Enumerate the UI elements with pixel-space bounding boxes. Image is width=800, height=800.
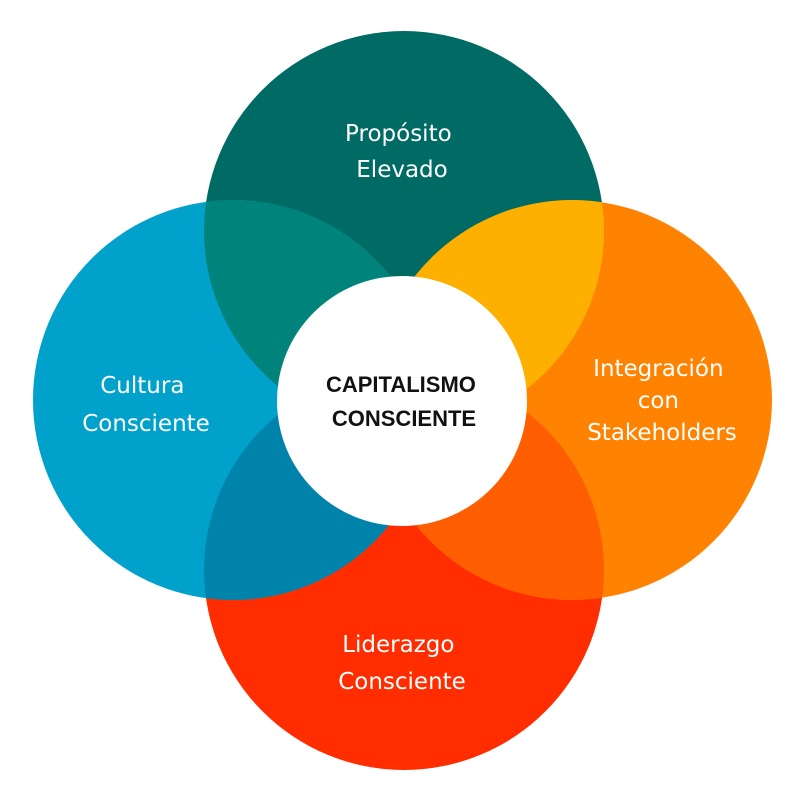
center-circle (277, 276, 527, 526)
petal-label-liderazgo-consciente: Liderazgo Consciente (338, 632, 466, 695)
petal-label-cultura-consciente: Cultura Consciente (82, 373, 210, 437)
center-title: CAPITALISMO CONSCIENTE (326, 372, 482, 431)
petal-label-proposito-elevado: Propósito Elevado (345, 121, 459, 183)
petal-label-integracion-stakeholders: Integración con Stakeholders (587, 356, 737, 446)
